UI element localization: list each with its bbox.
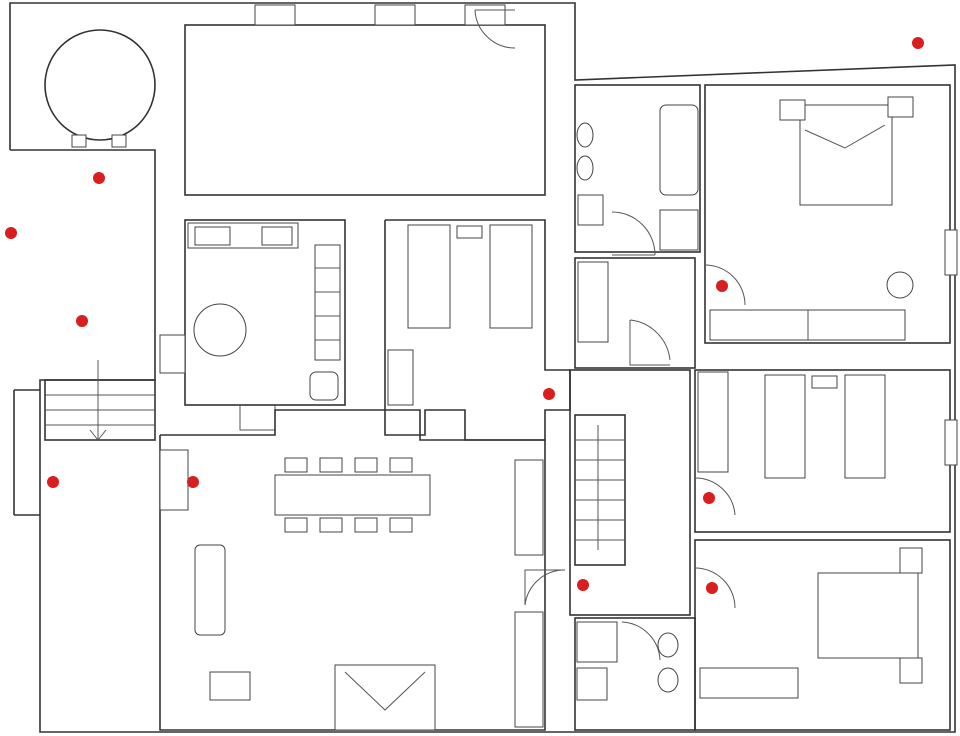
red-dot-marker[interactable]	[706, 582, 718, 594]
red-dot-marker[interactable]	[187, 476, 199, 488]
corridor	[574, 257, 696, 369]
kitchen	[159, 219, 346, 431]
outer-walls	[9, 2, 956, 733]
master-bedroom	[704, 84, 958, 344]
markers	[5, 37, 924, 594]
red-dot-marker[interactable]	[5, 227, 17, 239]
twin-bedroom-center	[384, 219, 571, 441]
staircase-left	[44, 360, 156, 441]
red-dot-marker[interactable]	[543, 388, 555, 400]
red-dot-marker[interactable]	[76, 315, 88, 327]
bedroom-bottom-right	[694, 539, 951, 731]
top-hall	[184, 4, 546, 196]
bathroom-top	[574, 84, 701, 256]
red-dot-marker[interactable]	[577, 579, 589, 591]
round-tower	[44, 29, 156, 148]
red-dot-marker[interactable]	[912, 37, 924, 49]
living-room	[159, 409, 565, 731]
staircase-center	[569, 369, 691, 616]
twin-bedroom-right	[694, 369, 958, 533]
bathroom-bottom	[574, 617, 696, 731]
red-dot-marker[interactable]	[716, 280, 728, 292]
red-dot-marker[interactable]	[47, 476, 59, 488]
red-dot-marker[interactable]	[93, 172, 105, 184]
red-dot-marker[interactable]	[703, 492, 715, 504]
